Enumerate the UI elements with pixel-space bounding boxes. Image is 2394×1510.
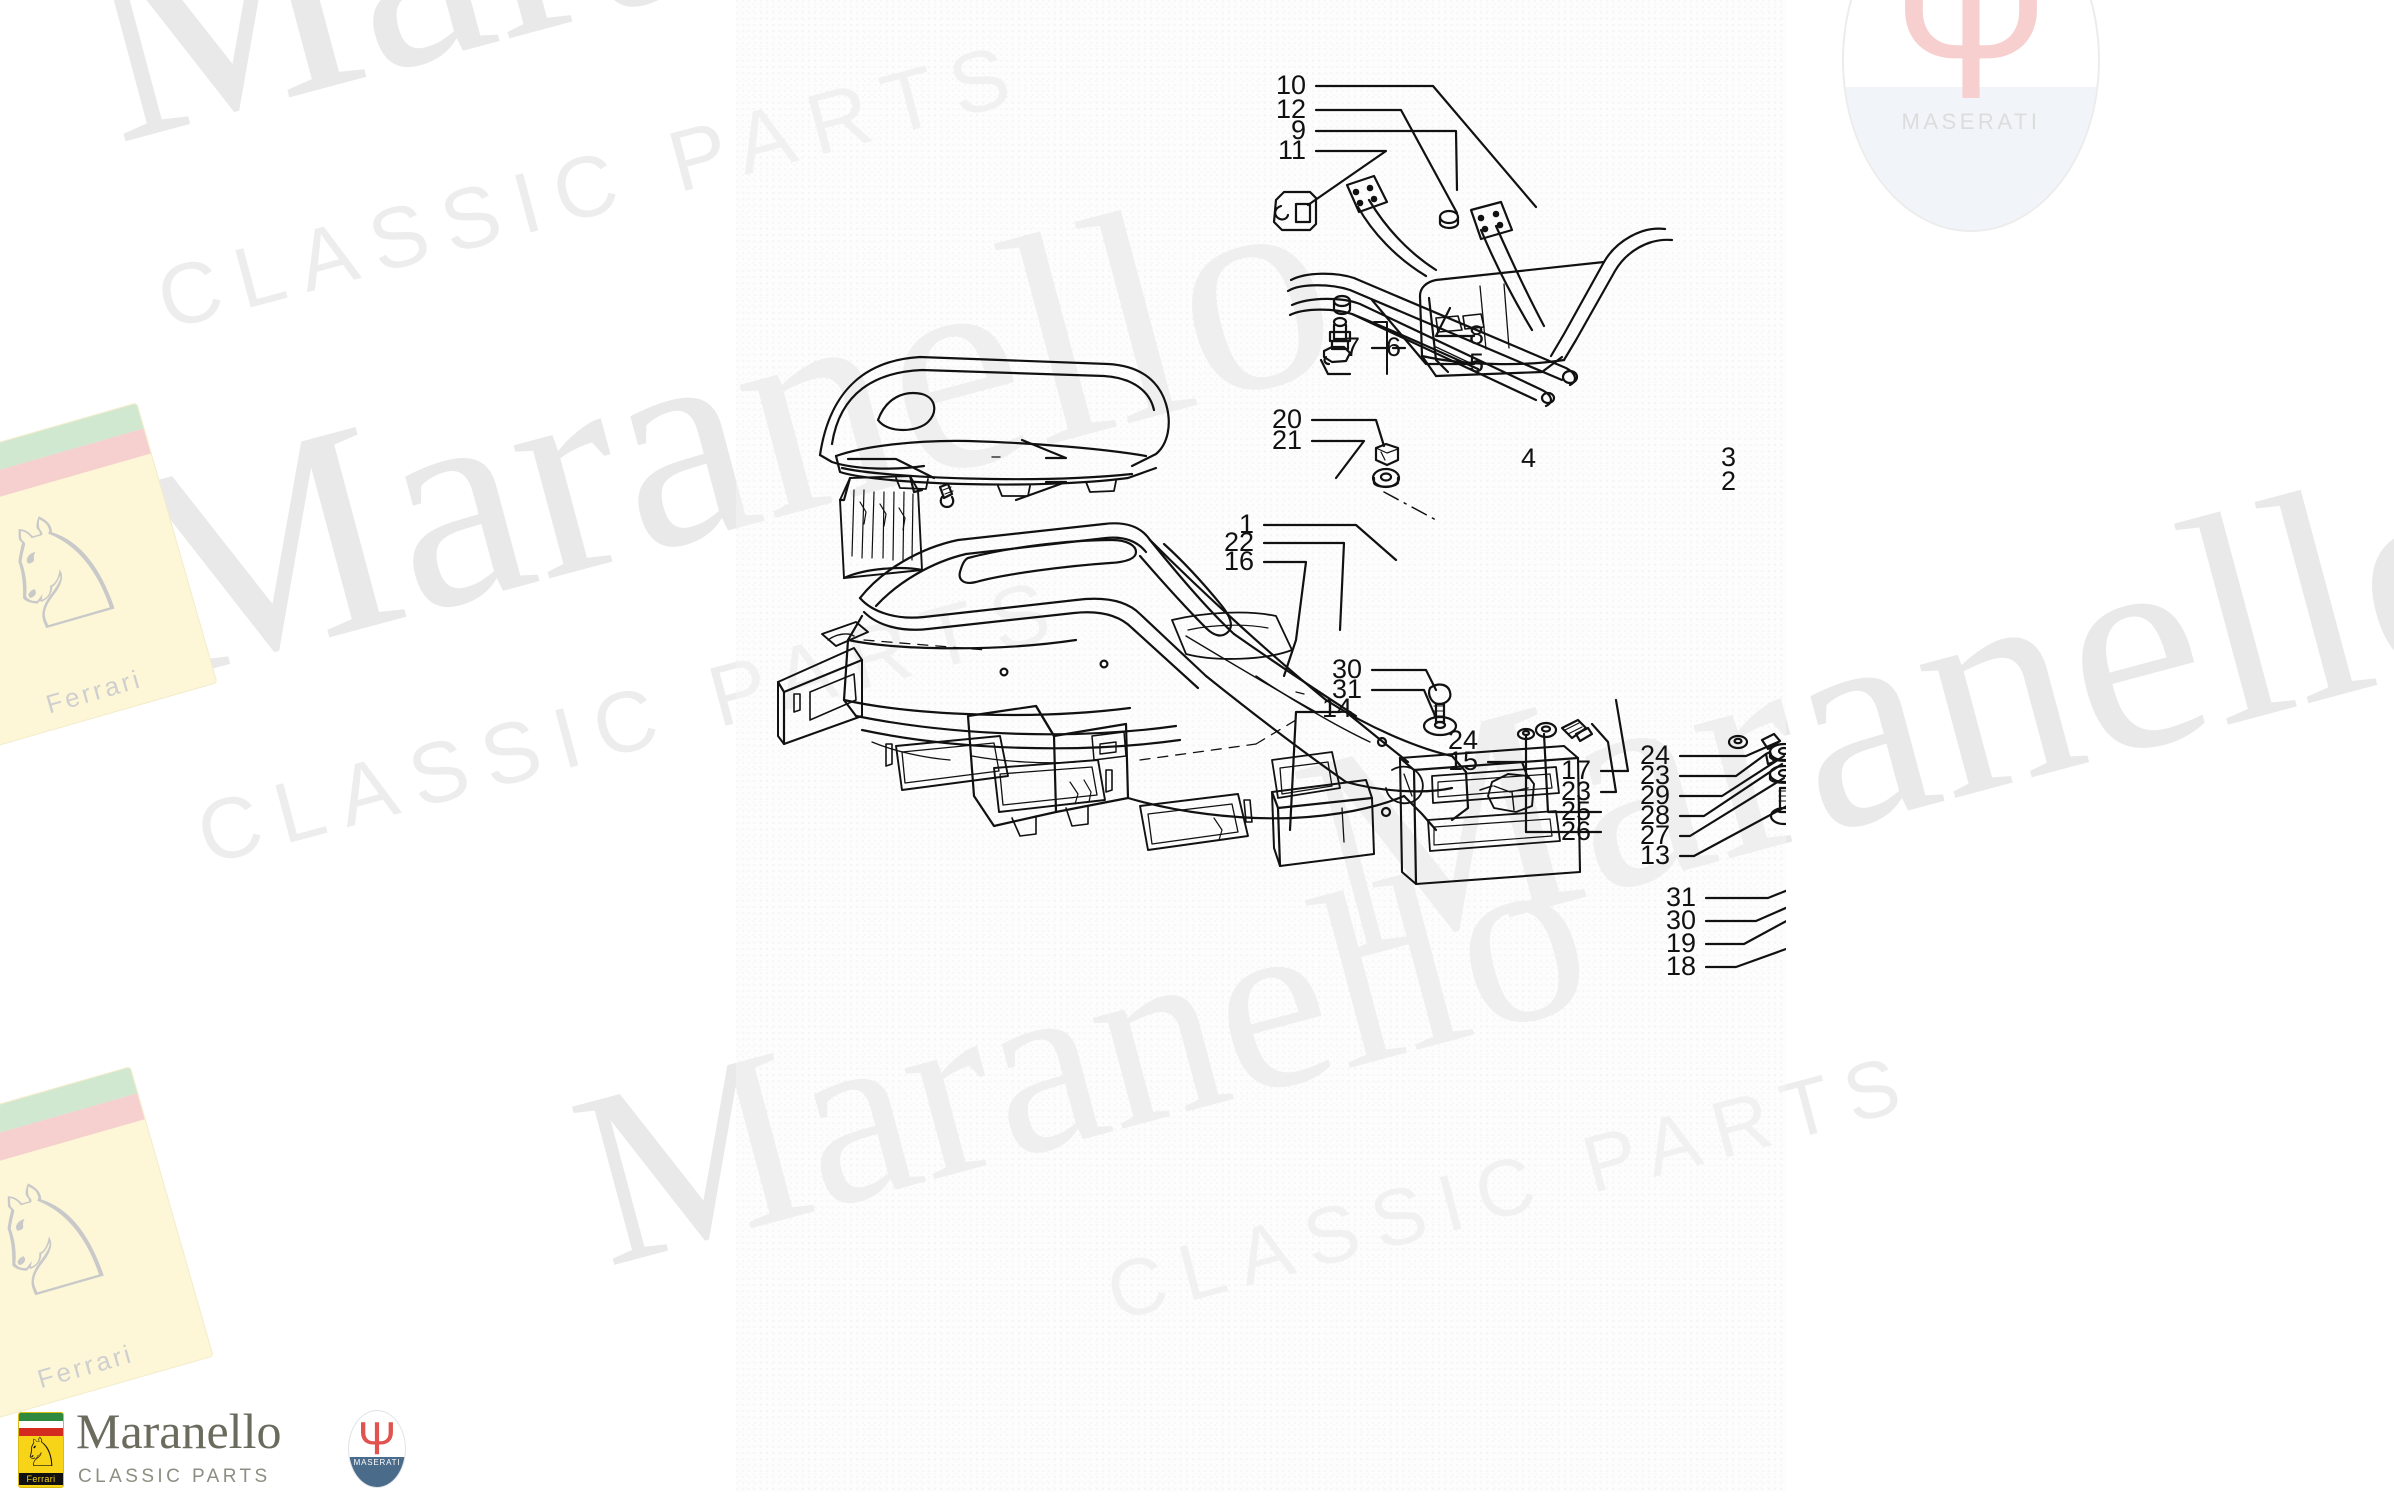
leader-17 [1599, 698, 1630, 773]
leader-20 [1310, 418, 1386, 448]
prancing-horse-icon: ♘ [0, 1138, 137, 1337]
prancing-horse-icon: ♘ [0, 470, 148, 670]
leader-9 [1314, 129, 1459, 192]
shield-red-band [0, 1093, 145, 1189]
callout-26: 26 [1560, 816, 1591, 846]
leader-2 [1014, 480, 1068, 502]
callout-3: 3 [1720, 442, 1736, 472]
leader-23-right [1678, 752, 1768, 778]
leader-31-right [1704, 889, 1786, 900]
leader-29 [1678, 754, 1786, 798]
leader-16 [1262, 560, 1308, 678]
ferrari-wordmark: Ferrari [42, 663, 146, 720]
parts-diagram-canvas: Maranello CLASSIC PARTS Maranello CLASSI… [736, 0, 1786, 1492]
trident-icon: Ψ [357, 1412, 397, 1464]
callout-27: 27 [1639, 820, 1670, 850]
callout-5: 5 [1468, 348, 1484, 378]
callout-24: 24 [1447, 725, 1478, 755]
ferrari-shield-logo: ♘ Ferrari [18, 1412, 64, 1488]
callout-20: 20 [1271, 404, 1302, 434]
leader-30-right [1704, 906, 1786, 923]
callout-28: 28 [1639, 800, 1670, 830]
callout-1: 1 [1238, 509, 1254, 539]
leader-19 [1704, 919, 1786, 946]
callout-23: 23 [1560, 776, 1591, 806]
leader-13 [1678, 805, 1786, 858]
callout-31: 31 [1331, 674, 1362, 704]
callout-17: 17 [1560, 755, 1591, 785]
leader-8 [1434, 306, 1476, 338]
maserati-wordmark: MASERATI [1901, 108, 2041, 134]
leader-1 [1262, 523, 1398, 562]
prancing-horse-icon: ♘ [23, 1431, 59, 1475]
maserati-wordmark: MASERATI [353, 1458, 401, 1468]
maserati-logo-watermark: Ψ MASERATI [1842, 0, 2100, 232]
leader-31-left [1370, 688, 1438, 720]
callout-23: 23 [1639, 760, 1670, 790]
callout-4: 4 [1520, 443, 1536, 473]
callout-22: 22 [1223, 527, 1254, 557]
shield-green-band [19, 1413, 63, 1421]
maserati-band [349, 1456, 405, 1487]
leader-14-bracket [1288, 710, 1342, 832]
shield-green-band [0, 403, 144, 495]
callout-19: 19 [1665, 928, 1696, 958]
brand-name: Maranello [76, 1403, 282, 1459]
shield-green-band [0, 1067, 138, 1163]
callout-31: 31 [1665, 882, 1696, 912]
shield-red-band [19, 1428, 63, 1436]
callout-8: 8 [1468, 320, 1484, 350]
leader-23 [1590, 722, 1618, 794]
callout-11: 11 [1277, 135, 1306, 165]
leader-14 [1344, 710, 1410, 764]
callout-16: 16 [1223, 546, 1254, 576]
callout-12: 12 [1275, 94, 1306, 124]
callout-14: 14 [1321, 693, 1352, 723]
ferrari-shield-watermark-upper: ♘ Ferrari [0, 402, 218, 750]
leader-5 [1370, 298, 1476, 366]
ferrari-wordmark: Ferrari [19, 1473, 63, 1485]
callout-13: 13 [1639, 840, 1670, 870]
callout-15: 15 [1447, 746, 1478, 776]
leader-28 [1678, 762, 1784, 818]
callout-2: 2 [1720, 466, 1736, 496]
callout-18: 18 [1665, 951, 1696, 981]
callout-9: 9 [1290, 115, 1306, 145]
leader-30-left [1370, 668, 1438, 692]
shield-white-band [19, 1421, 63, 1428]
brand-tagline: CLASSIC PARTS [78, 1466, 271, 1487]
maserati-band [1844, 87, 2098, 230]
leader-27 [1678, 776, 1786, 838]
leader-11 [1306, 149, 1388, 207]
trident-icon: Ψ [1891, 0, 2051, 139]
ferrari-shield-watermark-lower: ♘ Ferrari [0, 1066, 214, 1426]
exploded-parts-linework [776, 84, 1786, 969]
leader-18 [1704, 947, 1786, 969]
leader-10 [1314, 84, 1538, 209]
callout-30: 30 [1665, 905, 1696, 935]
callout-25: 25 [1560, 796, 1591, 826]
leader-12 [1314, 108, 1459, 215]
leader-4 [846, 457, 936, 480]
callout-7: 7 [1344, 332, 1360, 362]
leader-3 [1020, 438, 1068, 460]
leader-26 [1524, 734, 1603, 834]
leader-25 [1542, 732, 1603, 814]
leader-21 [1310, 439, 1366, 480]
shield-red-band [0, 428, 151, 520]
callout-29: 29 [1639, 780, 1670, 810]
callout-30: 30 [1331, 654, 1362, 684]
callout-21: 21 [1271, 425, 1302, 455]
ferrari-wordmark: Ferrari [34, 1338, 137, 1395]
footer-brand: ♘ Ferrari Maranello CLASSIC PARTS Ψ MASE… [18, 1404, 448, 1496]
callout-10: 10 [1275, 70, 1306, 100]
callout-24: 24 [1639, 740, 1670, 770]
callout-6: 6 [1385, 332, 1401, 362]
leader-22 [1262, 541, 1346, 632]
maserati-logo: Ψ MASERATI [348, 1410, 406, 1488]
leader-7-hook [1319, 358, 1352, 376]
